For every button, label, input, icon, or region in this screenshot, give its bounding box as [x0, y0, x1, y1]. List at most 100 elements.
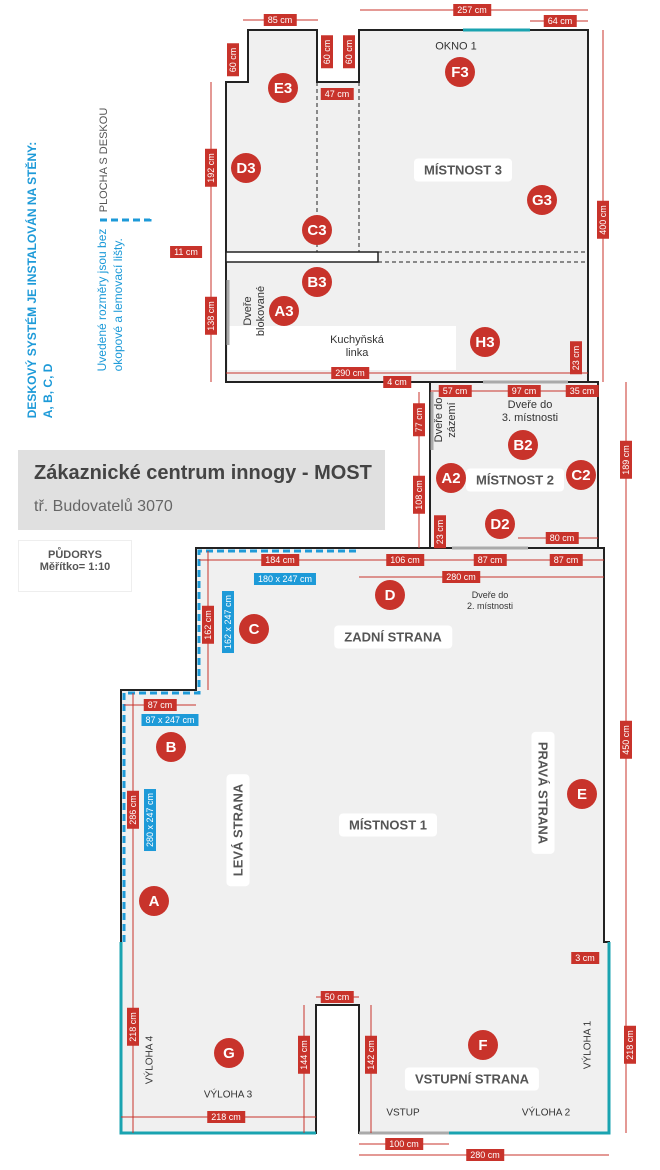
shop-window-2: VÝLOHA 2	[521, 1107, 571, 1119]
room-name: VSTUPNÍ STRANA	[404, 1067, 540, 1091]
door-storage-2: zázemí	[446, 402, 458, 438]
shop-window-4: VÝLOHA 4	[144, 1035, 156, 1085]
dim: 23 cm	[570, 341, 582, 375]
dim: 11 cm	[170, 246, 202, 258]
blocked-door-1: Dveře	[242, 296, 254, 326]
room-name: LEVÁ STRANA	[226, 773, 250, 887]
shelf	[225, 251, 379, 263]
wall-marker: C2	[566, 460, 596, 490]
wall-marker: F	[468, 1030, 498, 1060]
wall-marker: B2	[508, 430, 538, 460]
room-name: ZADNÍ STRANA	[334, 625, 452, 649]
room-1-walls	[120, 547, 610, 1134]
dim: 162 cm	[202, 606, 214, 644]
wall-marker: B3	[302, 267, 332, 297]
note-walls: A, B, C, D	[41, 363, 55, 419]
window-label: OKNO 1	[435, 40, 477, 53]
wall-marker: H3	[470, 327, 500, 357]
dim: 144 cm	[298, 1036, 310, 1074]
dim: 35 cm	[565, 385, 599, 397]
dim: 184 cm	[261, 554, 299, 566]
kitchen-counter	[228, 326, 456, 370]
dim: 97 cm	[507, 385, 541, 397]
dim: 87 cm	[473, 554, 507, 566]
dim: 218 cm	[207, 1111, 245, 1123]
wall-marker: A3	[269, 296, 299, 326]
dim: 50 cm	[320, 991, 354, 1003]
wall-marker: F3	[445, 57, 475, 87]
dim: 286 cm	[127, 791, 139, 829]
dim: 106 cm	[386, 554, 424, 566]
dim: 280 cm	[442, 571, 480, 583]
door-room-2-1: Dveře do	[471, 590, 509, 600]
panel-size: 280 x 247 cm	[144, 788, 156, 852]
wall-marker: D3	[231, 153, 261, 183]
scale-label: PŮDORYS	[48, 549, 102, 561]
dim: 85 cm	[263, 14, 297, 26]
entrance-label: VSTUP	[386, 1107, 420, 1119]
legend-label: PLOCHA S DESKOU	[98, 107, 110, 213]
dim: 280 cm	[466, 1149, 504, 1161]
dim: 192 cm	[205, 149, 217, 187]
note-system: DESKOVÝ SYSTÉM JE INSTALOVÁN NA STĚNY:A,…	[24, 142, 56, 418]
dim: 290 cm	[331, 367, 369, 379]
door-storage-1: Dveře do	[433, 397, 445, 443]
address: tř. Budovatelů 3070	[34, 498, 173, 515]
dim: 218 cm	[127, 1008, 139, 1046]
dim: 60 cm	[343, 35, 355, 69]
wall-marker: D2	[485, 509, 515, 539]
door-room-2-2: 2. místnosti	[466, 601, 514, 611]
wall-marker: G	[214, 1038, 244, 1068]
dim: 57 cm	[438, 385, 472, 397]
kitchen-2: linka	[345, 347, 369, 359]
blocked-door-2: blokované	[255, 285, 267, 337]
note-system-text: DESKOVÝ SYSTÉM JE INSTALOVÁN NA STĚNY:	[25, 141, 39, 419]
shop-window-3: VÝLOHA 3	[203, 1089, 253, 1101]
dim: 450 cm	[620, 721, 632, 759]
wall-marker: E	[567, 779, 597, 809]
panel-size: 180 x 247 cm	[253, 573, 317, 585]
dim: 60 cm	[227, 43, 239, 77]
room-name: MÍSTNOST 1	[338, 813, 438, 837]
wall-marker: D	[375, 580, 405, 610]
dim: 4 cm	[383, 376, 411, 388]
note-dims-2: okopové a lemovací lišty.	[111, 238, 125, 372]
dim: 80 cm	[545, 532, 579, 544]
room-name: MÍSTNOST 2	[465, 468, 565, 492]
wall-marker: E3	[268, 73, 298, 103]
panel-size: 162 x 247 cm	[222, 590, 234, 654]
kitchen-1: Kuchyňská	[330, 334, 384, 346]
wall-marker: G3	[527, 185, 557, 215]
dim: 60 cm	[321, 35, 333, 69]
dim: 142 cm	[365, 1036, 377, 1074]
wall-marker: C3	[302, 215, 332, 245]
dim: 77 cm	[413, 403, 425, 437]
dim: 108 cm	[413, 476, 425, 514]
dim: 218 cm	[624, 1026, 636, 1064]
room-name: MÍSTNOST 3	[413, 158, 513, 182]
door-room-3-2: 3. místnosti	[501, 412, 559, 424]
wall-marker: A2	[436, 463, 466, 493]
scale-value: Měřítko= 1:10	[39, 561, 111, 573]
dim: 257 cm	[453, 4, 491, 16]
shop-window-1: VÝLOHA 1	[582, 1020, 594, 1070]
dim: 138 cm	[205, 297, 217, 335]
page-title: Zákaznické centrum innogy - MOST	[34, 462, 372, 484]
dim: 100 cm	[385, 1138, 423, 1150]
dim: 87 cm	[143, 699, 177, 711]
wall-marker: C	[239, 614, 269, 644]
note-dims-1: Uvedené rozměry jsou bez	[95, 228, 109, 372]
dim: 400 cm	[597, 201, 609, 239]
title-box: Zákaznické centrum innogy - MOST tř. Budo…	[18, 450, 385, 530]
dim: 3 cm	[571, 952, 599, 964]
dim: 87 cm	[549, 554, 583, 566]
wall-marker: B	[156, 732, 186, 762]
panel-size: 87 x 247 cm	[141, 714, 199, 726]
